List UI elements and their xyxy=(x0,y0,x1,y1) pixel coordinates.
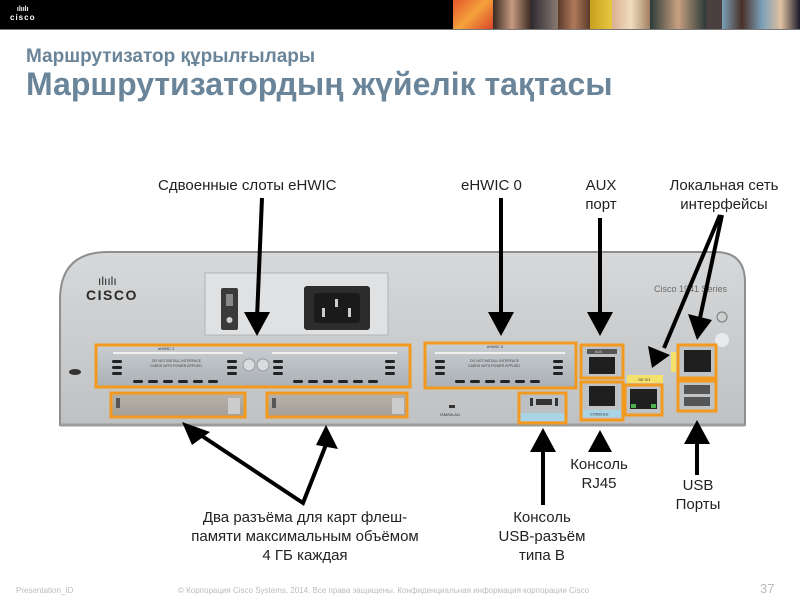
chassis-brand-text: CISCO xyxy=(86,287,138,303)
label-flash-line2: памяти максимальным объёмом xyxy=(191,528,419,545)
photo-tile xyxy=(453,0,493,29)
label-console-usb-line2: USB-разъём xyxy=(498,528,586,545)
usb-console-highlight xyxy=(517,391,568,425)
label-lan-interfaces: Локальная сеть интерфейсы xyxy=(658,176,790,214)
led-indicator xyxy=(715,333,729,347)
flash-slot-1-highlight xyxy=(265,391,409,419)
ge00-rj45-jack xyxy=(684,350,711,372)
ge00-highlight xyxy=(676,343,718,380)
cisco-logo-bars: ılıılı xyxy=(16,6,29,13)
photo-tile xyxy=(531,0,558,29)
usb-ports-highlight xyxy=(676,379,718,413)
photo-tile xyxy=(722,0,762,29)
photo-tile xyxy=(558,0,590,29)
slide-title: Маршрутизатордың жүйелік тақтасы xyxy=(26,66,613,102)
arrowhead xyxy=(684,420,710,444)
arrow-dual-ehwic xyxy=(255,197,264,319)
slot-warning-text: DO NOT INSTALL INTERFACE xyxy=(470,359,520,363)
top-banner: ılıılı cisco xyxy=(0,0,800,30)
label-console-rj45: Консоль RJ45 xyxy=(566,455,632,493)
arrowhead xyxy=(488,312,514,336)
slide-subtitle: Маршрутизатор құрылғылары xyxy=(26,46,316,67)
label-console-usb-line1: Консоль xyxy=(513,509,571,526)
chassis-brand-bars: ılıılı xyxy=(98,274,117,288)
label-usb-line2: Порты xyxy=(675,496,721,513)
ehwic0-highlight xyxy=(423,341,578,390)
arrowhead xyxy=(530,428,556,452)
arrowhead xyxy=(688,314,712,340)
ehwic0-slot-label: eHWIC 0 xyxy=(487,344,504,349)
slot-warning-text: CARDS WITH POWER APPLIED xyxy=(150,364,202,368)
arrow-lan-ge01 xyxy=(662,214,722,349)
label-usb-ports: USB Порты xyxy=(670,476,726,514)
ehwic1-slot-label: eHWIC 1 xyxy=(158,346,175,351)
aux-highlight xyxy=(579,343,625,380)
aux-port-label: AUX xyxy=(595,350,603,354)
ground-symbol xyxy=(716,311,728,323)
label-lan-line2: интерфейсы xyxy=(680,196,768,213)
footer-copyright: © Корпорация Cisco Systems, 2014. Все пр… xyxy=(178,586,590,595)
ge01-rj45-jack xyxy=(630,389,657,409)
ism-wlan-label: ISM/WLAN xyxy=(440,412,460,417)
ge01-highlight xyxy=(623,383,664,417)
callout-arrows xyxy=(194,197,724,507)
power-switch xyxy=(221,288,238,330)
label-lan-line1: Локальная сеть xyxy=(669,177,779,194)
flash-slot-1 xyxy=(267,393,407,417)
usb-port-0 xyxy=(684,397,710,406)
ge01-label-bg xyxy=(627,375,663,383)
photo-tile xyxy=(762,0,800,29)
aux-rj45-jack xyxy=(589,357,615,374)
photo-tile xyxy=(590,0,612,29)
photo-tile xyxy=(650,0,706,29)
label-aux-line2: порт xyxy=(585,196,617,213)
ehwic1-highlight xyxy=(94,343,412,389)
arrowhead xyxy=(316,425,338,449)
label-ehwic0: eHWIC 0 xyxy=(461,177,522,194)
flash-slot-0 xyxy=(111,393,245,417)
label-console-rj45-line1: Консоль xyxy=(570,456,628,473)
arrow-lan-ge00 xyxy=(698,214,724,319)
ge01-port-label: GE 0/1 xyxy=(638,377,651,382)
label-aux-line1: AUX xyxy=(585,177,617,194)
slot-warning-text: CARDS WITH POWER APPLIED xyxy=(468,364,520,368)
arrowhead xyxy=(244,312,270,336)
arrow-flash xyxy=(194,430,331,507)
arrowhead xyxy=(182,422,210,445)
vent-slots xyxy=(112,360,395,383)
label-flash-line1: Два разъёма для карт флеш- xyxy=(202,509,408,526)
photo-tile xyxy=(706,0,722,29)
footer-presentation-id: Presentation_ID xyxy=(16,586,74,595)
label-console-usb-line3: типа B xyxy=(519,547,565,564)
console-rj45-highlight xyxy=(579,380,625,422)
label-dual-ehwic: Сдвоенные слоты eHWIC xyxy=(158,177,337,194)
arrowhead xyxy=(587,312,613,336)
cisco-logo: ılıılı cisco xyxy=(10,6,35,22)
label-flash-slots: Два разъёма для карт флеш- памяти максим… xyxy=(186,508,424,565)
footer-page-number: 37 xyxy=(760,581,775,596)
label-flash-line3: 4 ГБ каждая xyxy=(262,547,348,564)
photo-strip xyxy=(453,0,800,29)
photo-tile xyxy=(612,0,650,29)
photo-tile xyxy=(493,0,531,29)
label-console-rj45-line2: RJ45 xyxy=(581,475,617,492)
label-console-usb: Консоль USB-разъём типа B xyxy=(496,508,588,565)
usb-port-1 xyxy=(684,385,710,394)
mini-usb-port xyxy=(536,399,552,405)
arrowhead xyxy=(588,430,612,452)
label-aux-port: AUX порт xyxy=(583,176,619,214)
console-rj45-jack xyxy=(589,386,615,406)
ge00-label-bg xyxy=(671,352,676,372)
console-port-label: CONSOLE xyxy=(590,413,609,417)
label-usb-line1: USB xyxy=(682,477,714,494)
arrowheads xyxy=(182,312,712,452)
flash-slot-0-highlight xyxy=(109,391,247,419)
cisco-logo-text: cisco xyxy=(10,13,36,22)
slot-warning-text: DO NOT INSTALL INTERFACE xyxy=(152,359,202,363)
ism-led xyxy=(449,405,455,408)
mounting-hole xyxy=(69,369,81,375)
arrowhead xyxy=(648,346,670,368)
